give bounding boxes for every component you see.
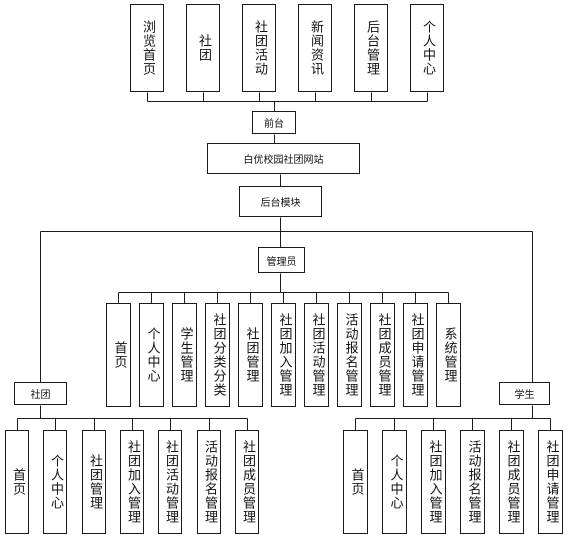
front-page-news: 新闻资讯 bbox=[298, 4, 332, 92]
admin-page-activity-signup: 活动报名管理 bbox=[337, 303, 362, 407]
admin-page-student-management: 学生管理 bbox=[172, 303, 197, 407]
student-page-club-join: 社团加入管理 bbox=[421, 430, 446, 534]
student-page-club-application: 社团申请管理 bbox=[538, 430, 563, 534]
student-page-home: 首页 bbox=[343, 430, 368, 534]
club-page-activity-signup: 活动报名管理 bbox=[197, 430, 221, 534]
club-page-club-activity: 社团活动管理 bbox=[158, 430, 182, 534]
front-page-admin-entry: 后台管理 bbox=[354, 4, 388, 92]
student-page-club-members: 社团成员管理 bbox=[499, 430, 524, 534]
club-page-club-members: 社团成员管理 bbox=[235, 430, 259, 534]
front-end-node: 前台 bbox=[252, 111, 296, 134]
admin-page-club-members: 社团成员管理 bbox=[370, 303, 395, 407]
admin-page-home: 首页 bbox=[106, 303, 131, 407]
club-role-node: 社团 bbox=[14, 382, 67, 405]
club-page-club-join: 社团加入管理 bbox=[120, 430, 144, 534]
student-role-node: 学生 bbox=[499, 382, 550, 405]
front-page-club-activities: 社团活动 bbox=[242, 4, 276, 92]
admin-page-personal-center: 个人中心 bbox=[139, 303, 164, 407]
front-page-personal-center: 个人中心 bbox=[410, 4, 444, 92]
front-page-browse-home: 浏览首页 bbox=[130, 4, 164, 92]
admin-page-club-application: 社团申请管理 bbox=[403, 303, 428, 407]
backend-module-node: 后台模块 bbox=[239, 186, 322, 217]
front-page-clubs: 社团 bbox=[186, 4, 220, 92]
admin-page-club-join: 社团加入管理 bbox=[271, 303, 296, 407]
site-title-node: 白优校园社团网站 bbox=[207, 143, 360, 174]
club-page-club-management: 社团管理 bbox=[82, 430, 106, 534]
admin-page-club-activity: 社团活动管理 bbox=[304, 303, 329, 407]
student-page-personal-center: 个人中心 bbox=[382, 430, 407, 534]
club-page-home: 首页 bbox=[5, 430, 29, 534]
club-page-personal-center: 个人中心 bbox=[43, 430, 67, 534]
admin-page-club-category: 社团分类分类 bbox=[205, 303, 230, 407]
admin-page-system: 系统管理 bbox=[436, 303, 461, 407]
admin-page-club-management: 社团管理 bbox=[238, 303, 263, 407]
student-page-activity-signup: 活动报名管理 bbox=[460, 430, 485, 534]
admin-node: 管理员 bbox=[258, 247, 305, 273]
